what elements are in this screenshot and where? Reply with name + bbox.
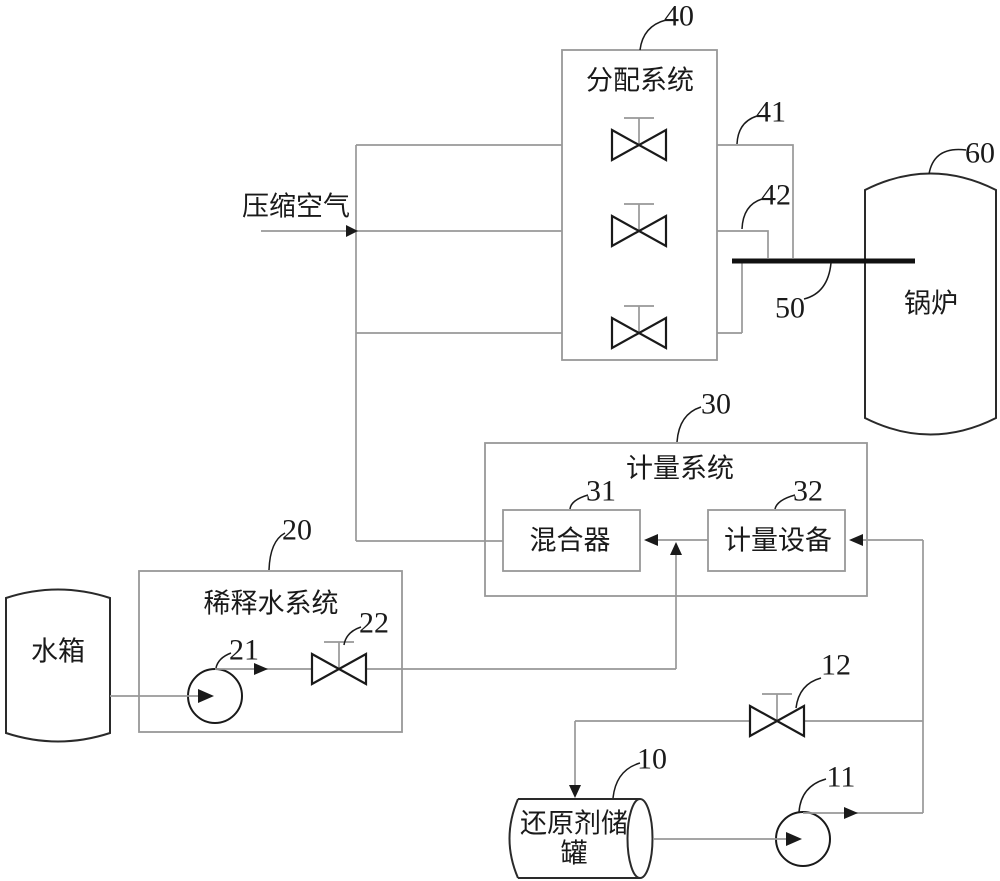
branch-43-line (717, 263, 743, 334)
leader-31 (569, 494, 589, 510)
recirculation-valve-stem (762, 693, 792, 721)
ref-31: 31 (586, 475, 616, 508)
ref-41: 41 (756, 96, 786, 129)
leader-40 (639, 19, 667, 51)
ref-21: 21 (229, 634, 259, 667)
boiler-label: 锅炉 (904, 289, 958, 320)
ref-32: 32 (793, 475, 823, 508)
leader-21 (215, 652, 232, 669)
leader-42 (741, 198, 763, 230)
water-tank-shape (5, 588, 111, 743)
leader-60 (928, 148, 967, 175)
leader-50 (803, 262, 832, 300)
metering-system-label: 计量系统 (626, 454, 734, 485)
reductant-pump-outlet-arrow (844, 807, 858, 819)
valve2-stem (624, 203, 654, 231)
valve1-stem (624, 117, 654, 145)
ref-42: 42 (761, 179, 791, 212)
valve1-icon (610, 128, 668, 162)
ref-12: 12 (821, 649, 851, 682)
reductant-pump-inlet-arrow (786, 832, 802, 846)
leader-41 (736, 115, 758, 145)
reductant-tank-label-line2: 罐 (561, 839, 588, 870)
branch-42-line (717, 230, 769, 258)
metering-device-label: 计量设备 (724, 526, 832, 557)
leader-30 (676, 406, 702, 443)
compressed-air-label: 压缩空气 (242, 192, 350, 223)
leader-20 (268, 532, 286, 571)
valve3-icon (610, 316, 668, 350)
metering-device-inlet-arrow (849, 534, 863, 546)
mixer-inlet-arrow (644, 534, 658, 546)
compressed-air-arrow (346, 225, 358, 237)
tank-fill-arrow (569, 785, 581, 798)
reductant-tank-shape (508, 798, 640, 879)
ref-50: 50 (775, 292, 805, 325)
leader-10 (612, 762, 641, 799)
dilution-pump-inlet-arrow (198, 689, 214, 703)
distribution-system-label: 分配系统 (586, 66, 694, 97)
water-tank-label: 水箱 (31, 637, 85, 668)
ref-40: 40 (664, 0, 694, 33)
dilution-pump-outlet-arrow (254, 663, 268, 675)
boiler-shape (864, 172, 997, 436)
valve2-icon (610, 214, 668, 248)
valve3-stem (624, 305, 654, 333)
distribution-system-box (561, 49, 718, 361)
ref-20: 20 (282, 514, 312, 547)
reductant-tank-end-cap (626, 798, 654, 879)
dilution-valve-stem (324, 641, 354, 669)
dilution-water-system-box (138, 570, 403, 733)
leader-22 (343, 626, 362, 646)
ref-11: 11 (827, 761, 856, 794)
leader-11 (798, 778, 827, 813)
leader-12 (795, 677, 822, 709)
dilution-water-system-label: 稀释水系统 (204, 589, 339, 620)
ref-10: 10 (637, 743, 667, 776)
ref-60: 60 (965, 137, 995, 170)
leader-32 (774, 494, 796, 510)
recirculation-valve-icon (748, 704, 806, 738)
branch-41-line (717, 144, 794, 258)
mixer-label: 混合器 (530, 526, 611, 557)
water-join-arrow (670, 542, 682, 555)
dilution-valve-icon (310, 652, 368, 686)
ref-22: 22 (359, 607, 389, 640)
reductant-tank-label-line1: 还原剂储 (520, 809, 628, 840)
ref-30: 30 (701, 388, 731, 421)
